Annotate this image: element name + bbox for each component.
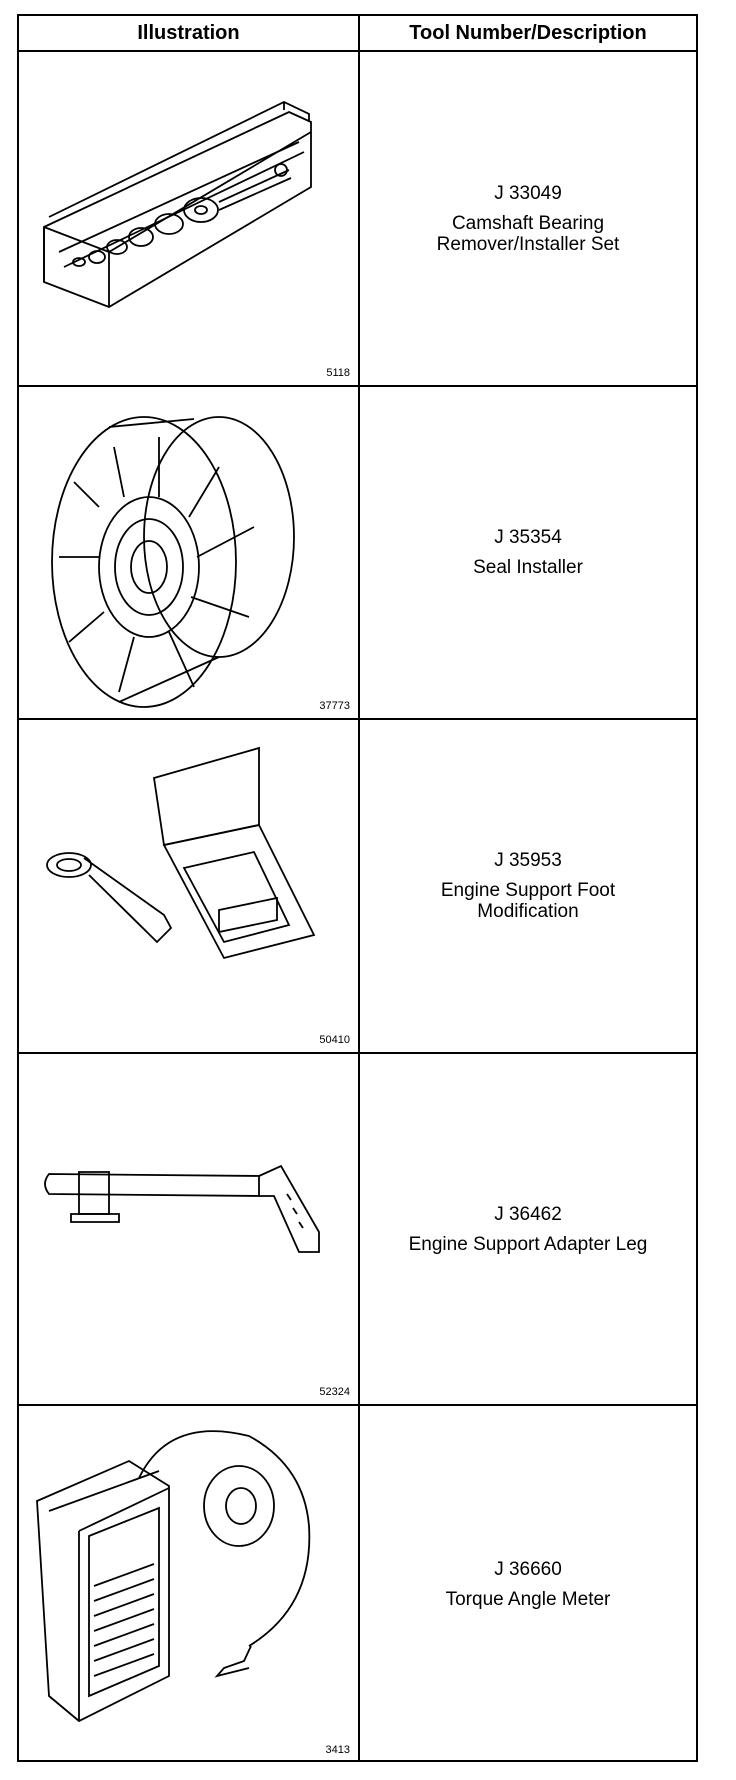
tool-description-cell: J 35354 Seal Installer [360, 387, 696, 718]
seal-installer-icon [51, 416, 295, 708]
figure-number: 5118 [326, 367, 350, 379]
row-divider [19, 1404, 696, 1406]
header-tool-description: Tool Number/Description [409, 22, 647, 44]
figure-number: 50410 [319, 1034, 350, 1046]
figure-number: 37773 [319, 700, 350, 712]
tool-number: J 35953 [494, 850, 562, 871]
tool-number: J 35354 [494, 527, 562, 548]
tool-number: J 33049 [494, 182, 562, 204]
illustration-cell: 3413 [19, 1406, 358, 1762]
tool-description-cell: J 35953 Engine Support Foot Modification [360, 720, 696, 1052]
torque-angle-meter-icon [36, 1430, 311, 1723]
tool-number: J 36462 [494, 1203, 562, 1225]
row-divider [19, 718, 696, 720]
tool-description-cell: J 36660 Torque Angle Meter [360, 1406, 696, 1762]
engine-support-foot-icon [46, 746, 316, 960]
camshaft-bearing-set-icon [43, 100, 312, 308]
tool-description: Engine Support Adapter Leg [408, 1233, 648, 1255]
adapter-leg-icon [44, 1164, 320, 1253]
illustration-cell: 37773 [19, 387, 358, 718]
tool-description: Seal Installer [473, 557, 583, 578]
figure-number: 3413 [325, 1744, 350, 1756]
row-divider [19, 385, 696, 387]
tool-description: Engine Support Foot Modification [440, 880, 616, 922]
illustration-cell: 5118 [19, 52, 358, 385]
figure-number: 52324 [319, 1386, 350, 1398]
tool-number: J 36660 [494, 1558, 562, 1580]
illustration-cell: 50410 [19, 720, 358, 1052]
tool-description-cell: J 36462 Engine Support Adapter Leg [360, 1054, 696, 1404]
row-divider [19, 1052, 696, 1054]
tool-description: Camshaft Bearing Remover/Installer Set [436, 212, 620, 255]
tool-table: Illustration Tool Number/Description 511… [17, 14, 698, 1762]
tool-description: Torque Angle Meter [445, 1588, 611, 1610]
header-divider [19, 50, 696, 52]
header-illustration: Illustration [137, 22, 240, 44]
column-divider [358, 16, 360, 1760]
illustration-cell: 52324 [19, 1054, 358, 1404]
tool-description-cell: J 33049 Camshaft Bearing Remover/Install… [360, 52, 696, 385]
